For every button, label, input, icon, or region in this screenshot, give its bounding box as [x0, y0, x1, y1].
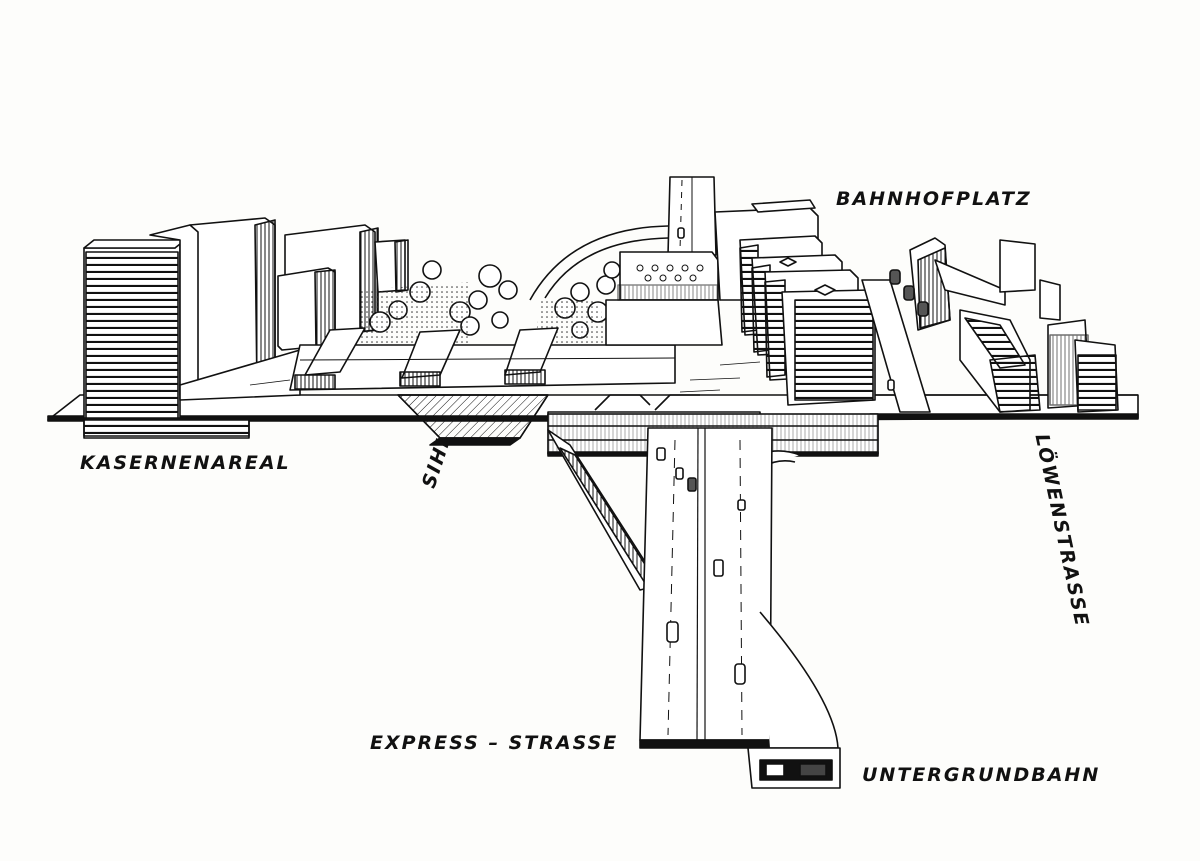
right-residential-blocks	[889, 237, 1119, 413]
label-untergrundbahn: UNTERGRUNDBAHN	[862, 764, 1101, 786]
label-bahnhofplatz: BAHNHOFPLATZ	[836, 188, 1032, 210]
untergrundbahn-tunnel	[747, 611, 841, 789]
station-concourse	[289, 327, 676, 391]
loewenstrasse-blocks	[739, 235, 931, 413]
bahnhofplatz-road	[529, 176, 717, 301]
label-kasernenareal: KASERNENAREAL	[80, 452, 291, 474]
label-express-strasse: EXPRESS – STRASSE	[370, 732, 619, 754]
sihl-river-channel	[397, 394, 549, 446]
express-strasse-highway	[639, 427, 773, 749]
kasernenareal-buildings	[83, 217, 409, 439]
ground-texture	[249, 361, 761, 393]
